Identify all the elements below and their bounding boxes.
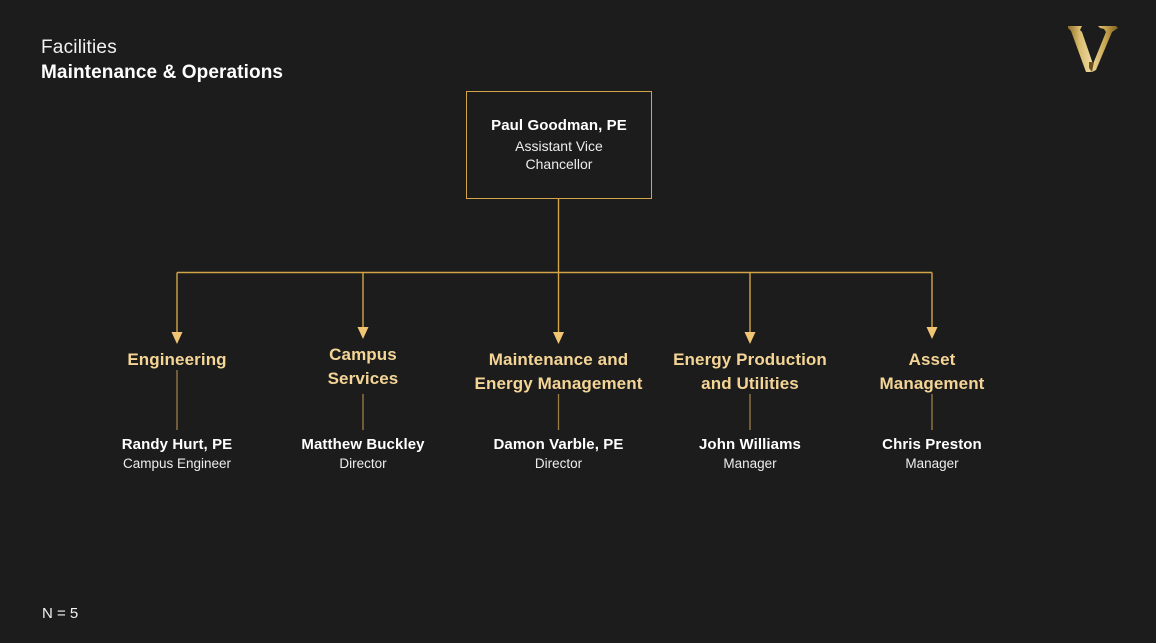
department-heading-line-1: Campus: [329, 345, 397, 364]
root-node-title: Assistant Vice Chancellor: [515, 138, 603, 173]
department-heading-asset-management[interactable]: Asset Management: [832, 348, 1032, 396]
person-title: Director: [339, 456, 387, 471]
header-line-1: Facilities: [41, 37, 117, 58]
root-node-title-line-2: Chancellor: [525, 155, 593, 172]
root-node-name: Paul Goodman, PE: [491, 117, 627, 134]
department-heading-line-1: Engineering: [127, 350, 227, 369]
person-block-engineering[interactable]: Randy Hurt, PE Campus Engineer: [77, 436, 277, 471]
page-title: Maintenance & Operations: [41, 62, 284, 83]
person-title: Director: [534, 456, 583, 471]
department-heading-energy-production-utilities[interactable]: Energy Production and Utilities: [640, 348, 860, 396]
person-name: Randy Hurt, PE: [121, 436, 233, 453]
department-heading-line-1: Energy Production: [673, 350, 827, 369]
person-block-maintenance-energy-management[interactable]: Damon Varble, PE Director: [438, 436, 679, 471]
person-block-asset-management[interactable]: Chris Preston Manager: [832, 436, 1032, 471]
person-block-campus-services[interactable]: Matthew Buckley Director: [263, 436, 463, 471]
person-name: Chris Preston: [882, 436, 982, 453]
department-heading-line-1: Maintenance and: [488, 350, 629, 369]
person-name: Matthew Buckley: [301, 436, 425, 453]
vanderbilt-v-logo-icon: [1060, 18, 1130, 78]
root-node-box[interactable]: Paul Goodman, PE Assistant Vice Chancell…: [466, 91, 652, 199]
department-heading-engineering[interactable]: Engineering: [77, 348, 277, 372]
department-heading-line-2: and Utilities: [701, 374, 799, 394]
root-node-title-line-1: Assistant Vice: [515, 138, 603, 154]
slide-header: Facilities Maintenance & Operations: [41, 38, 283, 82]
org-column-asset-management: Asset Management Chris Preston Manager: [832, 0, 1032, 643]
department-heading-line-2: Energy Management: [474, 374, 643, 394]
org-column-maintenance-energy-management: Maintenance and Energy Management Damon …: [438, 0, 679, 643]
person-title: Campus Engineer: [122, 456, 232, 471]
person-title: Manager: [723, 456, 777, 471]
person-block-energy-production-utilities[interactable]: John Williams Manager: [640, 436, 860, 471]
department-heading-line-2: Services: [327, 369, 399, 389]
org-column-engineering: Engineering Randy Hurt, PE Campus Engine…: [77, 0, 277, 643]
department-heading-line-1: Asset: [908, 350, 956, 369]
org-column-energy-production-utilities: Energy Production and Utilities John Wil…: [640, 0, 860, 643]
department-heading-line-2: Management: [879, 374, 985, 394]
person-name: Damon Varble, PE: [493, 436, 624, 453]
department-heading-maintenance-energy-management[interactable]: Maintenance and Energy Management: [438, 348, 679, 396]
department-heading-campus-services[interactable]: Campus Services: [263, 343, 463, 391]
person-title: Manager: [905, 456, 959, 471]
node-count-label: N = 5: [42, 605, 79, 622]
person-name: John Williams: [698, 436, 801, 453]
org-column-campus-services: Campus Services Matthew Buckley Director: [263, 0, 463, 643]
